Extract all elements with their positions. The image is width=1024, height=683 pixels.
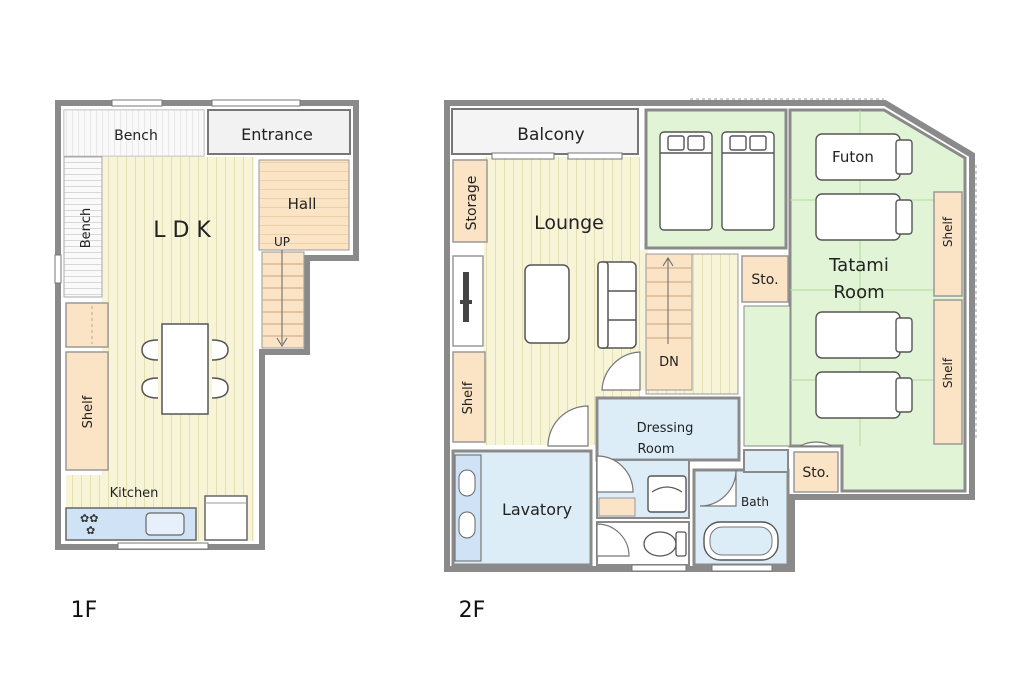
label-tatami-line2: Room (833, 282, 884, 303)
shelf-1f (65, 351, 109, 471)
second-floor (444, 98, 977, 572)
sink-icon (458, 469, 476, 497)
sto-lower (793, 451, 839, 493)
hall (258, 159, 350, 251)
bench-side (63, 156, 103, 298)
label-storage: Storage (464, 176, 480, 231)
label-entrance: Entrance (241, 125, 313, 144)
floor-label-2f: 2F (459, 598, 486, 623)
sofa-icon (597, 261, 637, 349)
label-dressing-line1: Dressing (637, 421, 694, 436)
washer-icon (647, 475, 687, 513)
label-shelf-right-top: Shelf (941, 216, 955, 247)
sink-icon (145, 512, 185, 536)
sto-upper (741, 255, 789, 303)
dining-table (141, 323, 229, 415)
toilet-icon (643, 531, 687, 557)
svg-text:✿✿: ✿✿ (80, 512, 98, 525)
label-lounge: Lounge (534, 212, 604, 234)
label-ldk: L D K (153, 218, 211, 243)
label-bench-top: Bench (114, 128, 158, 144)
first-floor: ✿✿ ✿ (54, 99, 359, 550)
label-shelf-left: Shelf (461, 381, 476, 414)
entrance (207, 109, 351, 155)
tv-icon (463, 272, 469, 322)
shelf-right-top (933, 191, 963, 297)
shelf-right-bottom (933, 299, 963, 445)
label-dressing-line2: Room (637, 442, 674, 457)
label-tatami-line1: Tatami (828, 255, 889, 276)
svg-text:✿: ✿ (86, 524, 95, 537)
dressing-room (595, 396, 741, 462)
label-bench-side: Bench (79, 208, 94, 249)
bathtub-icon (703, 521, 779, 561)
stove-icon: ✿✿ ✿ (80, 512, 98, 537)
label-shelf-right-bottom: Shelf (941, 357, 955, 388)
lounge-table (524, 264, 570, 344)
label-dn: DN (659, 355, 679, 370)
label-kitchen: Kitchen (110, 486, 159, 501)
shelf-left (452, 351, 486, 443)
label-balcony: Balcony (517, 125, 584, 145)
label-sto-upper: Sto. (751, 272, 778, 288)
label-shelf-1f: Shelf (81, 395, 96, 428)
label-sto-lower: Sto. (802, 465, 829, 481)
futon-icon (815, 133, 913, 419)
label-hall: Hall (288, 195, 317, 213)
floor-label-1f: 1F (71, 598, 98, 623)
label-futon: Futon (832, 148, 874, 166)
label-bath: Bath (741, 495, 769, 509)
cabinet-small (65, 302, 109, 348)
storage (452, 159, 488, 243)
bed-icon (659, 131, 775, 231)
label-up: UP (274, 235, 290, 249)
label-lavatory: Lavatory (502, 500, 572, 519)
ldk-floor (102, 157, 254, 475)
